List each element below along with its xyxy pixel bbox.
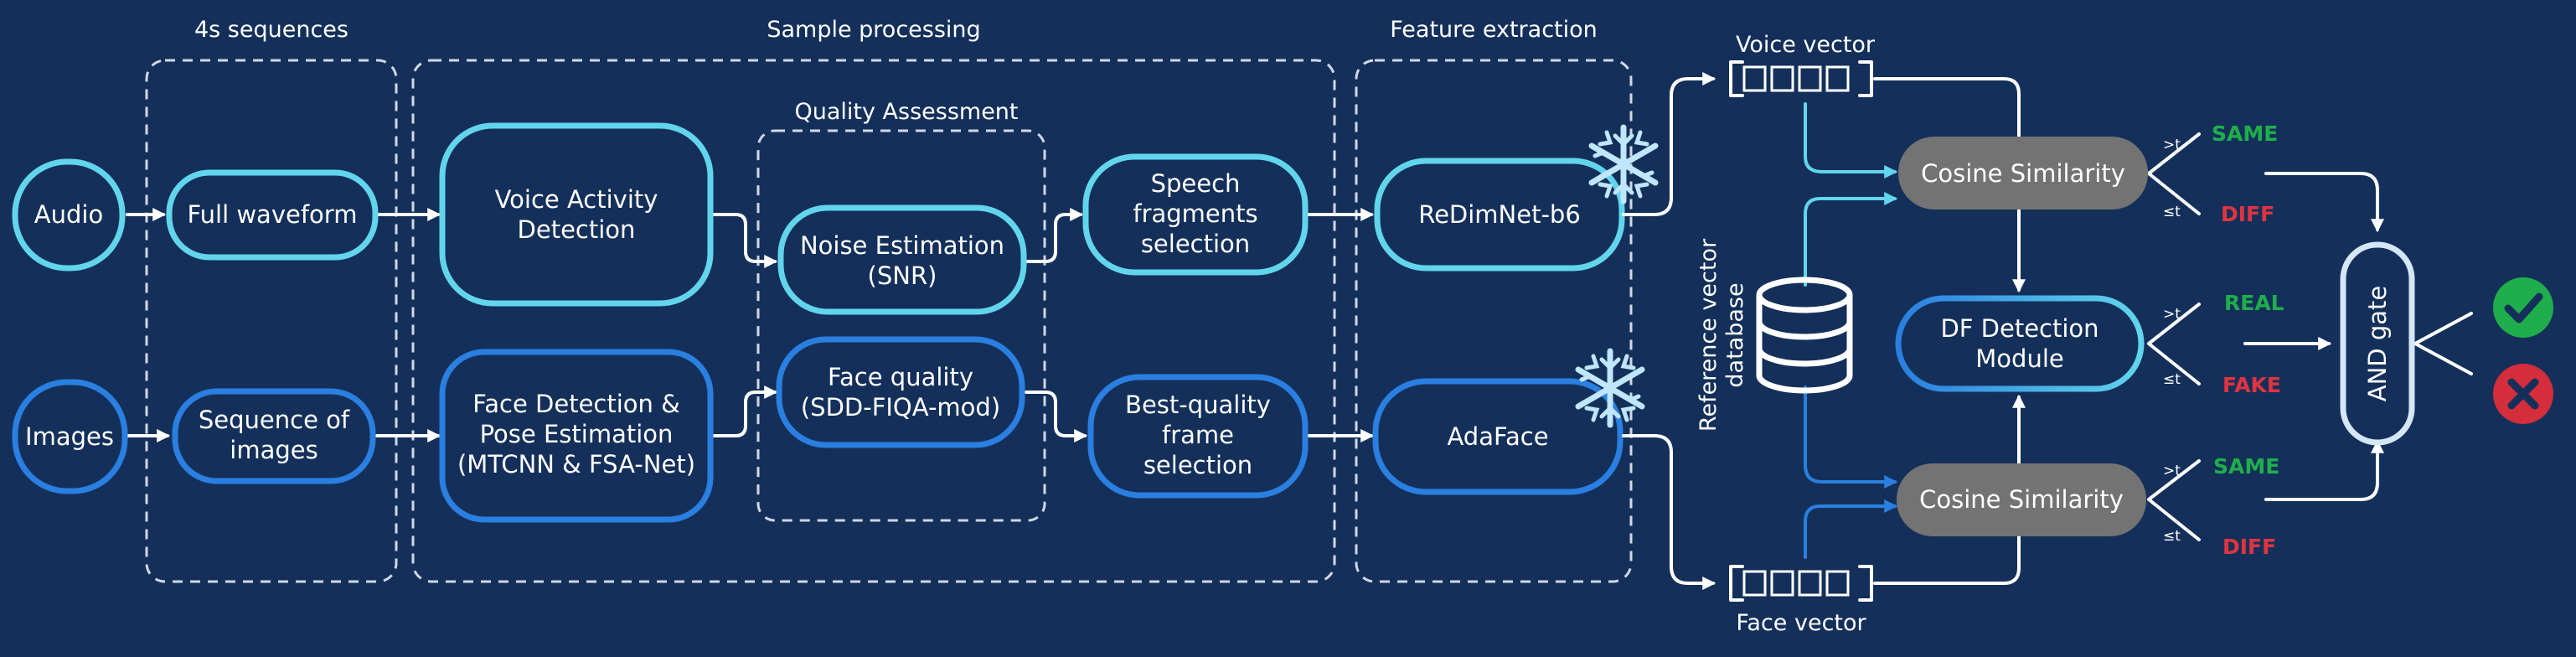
section-title-processing: Sample processing <box>767 17 980 43</box>
decision-top-diff: DIFF <box>2221 202 2274 226</box>
edge-voicevec-wire <box>1873 77 2021 141</box>
svg-text:Images: Images <box>25 422 114 451</box>
svg-text:Full waveform: Full waveform <box>188 200 358 229</box>
edge-adaface-facevec <box>1622 434 1716 590</box>
edge-facequal-frame <box>1025 391 1088 442</box>
node-df-detection-module: DF Detection Module <box>1895 295 2145 392</box>
edge-facevec-wire <box>1873 531 2021 585</box>
decision-bottom-same: SAME <box>2213 454 2279 479</box>
face-vector-label: Face vector <box>1736 610 1866 636</box>
svg-text:(SDD-FIQA-mod): (SDD-FIQA-mod) <box>801 393 1000 422</box>
svg-text:selection: selection <box>1141 230 1250 258</box>
svg-text:AND gate: AND gate <box>2363 286 2392 401</box>
svg-text:>t: >t <box>2163 463 2181 479</box>
svg-text:ReDimNet-b6: ReDimNet-b6 <box>1418 200 1581 229</box>
branch-top <box>2147 132 2201 215</box>
face-vector <box>1729 565 1873 602</box>
svg-text:Module: Module <box>1975 344 2063 373</box>
node-redimnet-b6: ReDimNet-b6 <box>1374 158 1625 272</box>
svg-text:≤t: ≤t <box>2163 371 2181 388</box>
edge-top-and <box>2264 172 2384 233</box>
svg-text:AdaFace: AdaFace <box>1447 422 1548 451</box>
svg-text:>t: >t <box>2163 306 2181 323</box>
svg-text:Face quality: Face quality <box>828 363 973 391</box>
section-title-features: Feature extraction <box>1390 17 1598 43</box>
branch-mid <box>2147 303 2201 385</box>
svg-text:Cosine Similarity: Cosine Similarity <box>1921 159 2125 188</box>
svg-text:>t: >t <box>2163 137 2181 153</box>
decision-top-same: SAME <box>2212 122 2278 146</box>
group-features <box>1355 59 1633 583</box>
edge-facevec-cos-bottom <box>1804 499 1898 559</box>
branch-and-output <box>2413 312 2473 375</box>
svg-text:Speech: Speech <box>1151 169 1241 198</box>
database-icon <box>1756 277 1853 394</box>
svg-text:Pose Estimation: Pose Estimation <box>480 420 674 448</box>
node-noise-estimation: Noise Estimation (SNR) <box>777 204 1027 315</box>
branch-bottom <box>2147 459 2201 541</box>
node-images: Images <box>12 379 128 494</box>
node-face-detection: Face Detection & Pose Estimation (MTCNN … <box>439 349 714 523</box>
svg-text:(SNR): (SNR) <box>868 261 937 290</box>
group-sequences <box>145 59 398 583</box>
node-and-gate: AND gate <box>2340 241 2415 446</box>
node-voice-activity-detection: Voice Activity Detection <box>439 122 714 307</box>
edge-bottom-and <box>2264 439 2384 501</box>
svg-text:Voice Activity: Voice Activity <box>495 185 658 214</box>
edge-vad-noise <box>711 213 778 268</box>
svg-text:(MTCNN & FSA-Net): (MTCNN & FSA-Net) <box>457 450 695 479</box>
reference-db-label-2: database <box>1722 282 1748 387</box>
node-cosine-similarity-bottom: Cosine Similarity <box>1897 463 2146 536</box>
svg-text:≤t: ≤t <box>2163 528 2181 545</box>
edge-noise-speech <box>1025 208 1084 263</box>
svg-text:fragments: fragments <box>1133 199 1257 228</box>
svg-text:Face Detection &: Face Detection & <box>472 390 680 418</box>
node-full-waveform: Full waveform <box>166 169 379 261</box>
svg-text:Noise Estimation: Noise Estimation <box>800 231 1004 260</box>
svg-text:≤t: ≤t <box>2163 204 2181 220</box>
edge-db-cos-top <box>1804 192 1898 287</box>
svg-text:DF Detection: DF Detection <box>1940 314 2098 343</box>
edge-redimnet-voicevec <box>1622 72 1716 216</box>
check-circle-icon <box>2493 277 2553 338</box>
node-cosine-similarity-top: Cosine Similarity <box>1898 137 2148 210</box>
group-processing <box>411 59 1336 583</box>
svg-text:images: images <box>230 436 317 464</box>
node-sequence-of-images: Sequence of images <box>172 388 376 484</box>
node-audio: Audio <box>12 158 126 272</box>
section-title-sequences: 4s sequences <box>194 17 348 43</box>
group-quality <box>756 129 1046 522</box>
edge-db-cos-bottom <box>1804 385 1898 489</box>
node-speech-fragments-selection: Speech fragments selection <box>1082 153 1309 276</box>
svg-text:Audio: Audio <box>34 200 103 229</box>
svg-text:frame: frame <box>1162 421 1234 449</box>
decision-mid-real: REAL <box>2224 291 2284 315</box>
section-title-quality: Quality Assessment <box>794 99 1018 125</box>
reference-db-label-1: Reference vector <box>1696 238 1722 432</box>
node-face-quality: Face quality (SDD-FIQA-mod) <box>776 336 1025 448</box>
svg-text:Best-quality: Best-quality <box>1125 391 1271 419</box>
decision-mid-fake: FAKE <box>2222 373 2281 397</box>
voice-vector-label: Voice vector <box>1736 32 1876 58</box>
cross-circle-icon <box>2493 364 2553 424</box>
svg-text:Detection: Detection <box>518 215 636 244</box>
svg-text:Cosine Similarity: Cosine Similarity <box>1919 485 2124 514</box>
node-adaface: AdaFace <box>1372 378 1624 495</box>
node-best-quality-frame-selection: Best-quality frame selection <box>1087 374 1309 499</box>
svg-text:Sequence of: Sequence of <box>199 406 350 434</box>
svg-text:selection: selection <box>1143 451 1252 479</box>
edge-facedet-facequal <box>711 385 778 437</box>
edge-voicevec-cos-top <box>1804 102 1898 178</box>
voice-vector <box>1729 60 1873 97</box>
decision-bottom-diff: DIFF <box>2222 535 2276 559</box>
